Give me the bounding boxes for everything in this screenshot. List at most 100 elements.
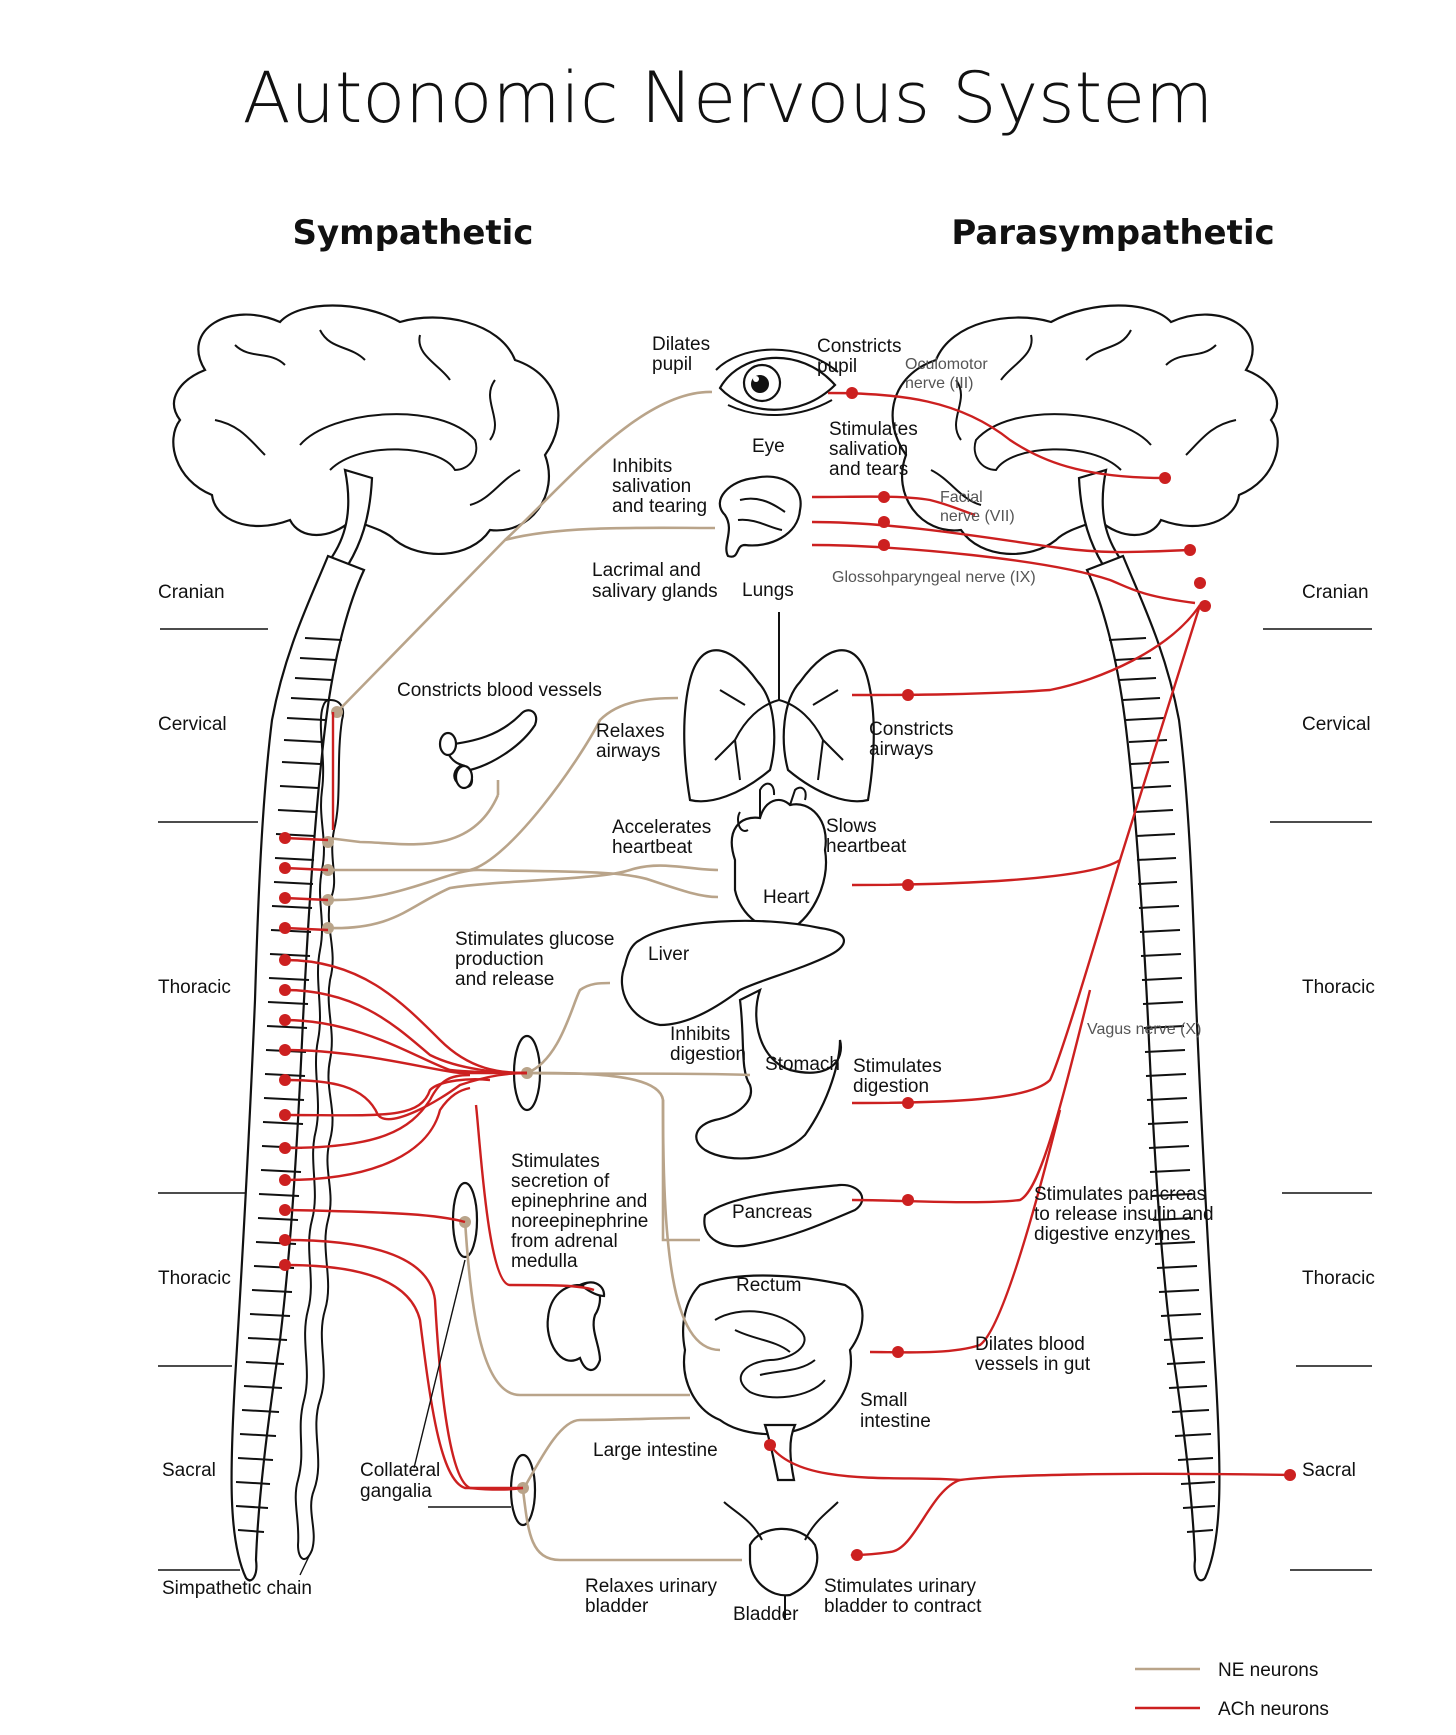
- sympathetic-chain: [294, 698, 345, 1560]
- stomach: [695, 987, 842, 1160]
- relaxes-bladder-2: bladder: [585, 1596, 649, 1617]
- collateral-ganglia-label-1: Collateral: [360, 1460, 440, 1481]
- sympathetic-chain-label: Simpathetic chain: [162, 1578, 312, 1599]
- collateral-ganglia-label-2: gangalia: [360, 1481, 432, 1502]
- region-labels-right: Cranian Cervical Thoracic Thoracic Sacra…: [1302, 582, 1375, 1481]
- nerve-labels: Oculomotor nerve (III) Facial nerve (VII…: [832, 356, 1201, 1038]
- small-intestine-label-1: Small: [860, 1390, 908, 1411]
- pancreas-label: Pancreas: [732, 1202, 812, 1223]
- constricts-airways-2: airways: [869, 739, 933, 760]
- eye: [715, 348, 839, 417]
- region-dividers: [158, 628, 1372, 1571]
- bladder-label: Bladder: [733, 1604, 799, 1625]
- ach-neuron-paths: [284, 391, 1291, 1557]
- stimulates-pancreas-1: Stimulates pancreas: [1034, 1184, 1206, 1205]
- region-label-cervical: Cervical: [158, 714, 227, 735]
- adrenal-5: from adrenal: [511, 1231, 618, 1252]
- adrenal-4: noreepinephrine: [511, 1211, 648, 1232]
- constricts-vessels: Constricts blood vessels: [397, 680, 602, 701]
- sympathetic-effect-labels: Dilates pupil Inhibits salivation and te…: [397, 334, 746, 1617]
- legend-ach-label: ACh neurons: [1218, 1699, 1329, 1720]
- left-spinal-cord: [230, 554, 366, 1582]
- intestines: [682, 1274, 864, 1482]
- oculomotor-nerve-1: Oculomotor: [905, 356, 988, 373]
- heart: [730, 782, 828, 932]
- glands-label-2: salivary glands: [592, 581, 718, 602]
- organ-labels: Eye Lacrimal and salivary glands Lungs H…: [592, 436, 931, 1625]
- constricts-pupil-2: pupil: [817, 356, 857, 377]
- pancreas: [703, 1183, 864, 1248]
- small-intestine-label-2: intestine: [860, 1411, 931, 1432]
- liver: [620, 919, 846, 1027]
- liver-label: Liver: [648, 944, 690, 965]
- stimulates-salivation-1: Stimulates: [829, 419, 918, 440]
- collateral-ganglia: [451, 1034, 542, 1527]
- region-label-cervical: Cervical: [1302, 714, 1371, 735]
- dilates-gut-vessels-2: vessels in gut: [975, 1354, 1091, 1375]
- facial-nerve-1: Facial: [940, 489, 983, 506]
- stimulates-digestion-1: Stimulates: [853, 1056, 942, 1077]
- parasympathetic-heading: Parasympathetic: [951, 213, 1274, 253]
- relaxes-bladder-1: Relaxes urinary: [585, 1576, 717, 1597]
- region-label-sacral: Sacral: [1302, 1460, 1356, 1481]
- legend-ne-label: NE neurons: [1218, 1660, 1318, 1681]
- inhibits-digestion-2: digestion: [670, 1044, 746, 1065]
- lungs-label: Lungs: [742, 580, 794, 601]
- bladder: [723, 1501, 839, 1620]
- structure-labels: Simpathetic chain Collateral gangalia: [162, 1259, 511, 1599]
- heart-label: Heart: [763, 887, 810, 908]
- blood-vessel: [438, 709, 538, 790]
- relaxes-airways-2: airways: [596, 741, 660, 762]
- slows-heartbeat-1: Slows: [826, 816, 877, 837]
- stimulates-pancreas-3: digestive enzymes: [1034, 1224, 1190, 1245]
- region-label-thoracic: Thoracic: [158, 977, 231, 998]
- stimulates-salivation-3: and tears: [829, 459, 908, 480]
- glands-label-1: Lacrimal and: [592, 560, 701, 581]
- right-brain-spinal-cord: [891, 304, 1279, 1582]
- lacrimal-salivary-glands: [718, 475, 802, 558]
- left-brain-spinal-cord: [172, 304, 560, 1582]
- region-label-cranian: Cranian: [1302, 582, 1369, 603]
- region-label-thoracic-lower: Thoracic: [1302, 1268, 1375, 1289]
- relaxes-airways-1: Relaxes: [596, 721, 665, 742]
- region-label-cranian: Cranian: [158, 582, 225, 603]
- vagus-nerve: Vagus nerve (X): [1087, 1021, 1201, 1038]
- adrenal-3: epinephrine and: [511, 1191, 647, 1212]
- glossopharyngeal-nerve: Glossohparyngeal nerve (IX): [832, 569, 1036, 586]
- inhibits-salivation-3: and tearing: [612, 496, 707, 517]
- adrenal-6: medulla: [511, 1251, 578, 1272]
- stimulates-salivation-2: salivation: [829, 439, 908, 460]
- right-brain: [891, 304, 1279, 556]
- right-spinal-cord: [1085, 554, 1221, 1582]
- dilates-pupil-2: pupil: [652, 354, 692, 375]
- left-brain: [172, 304, 560, 556]
- facial-nerve-2: nerve (VII): [940, 508, 1015, 525]
- stimulates-glucose-2: production: [455, 949, 544, 970]
- stimulates-digestion-2: digestion: [853, 1076, 929, 1097]
- ne-neuron-paths: [327, 390, 751, 1562]
- inhibits-digestion-1: Inhibits: [670, 1024, 730, 1045]
- constricts-airways-1: Constricts: [869, 719, 953, 740]
- dilates-gut-vessels-1: Dilates blood: [975, 1334, 1085, 1355]
- region-labels-left: Cranian Cervical Thoracic Thoracic Sacra…: [158, 582, 231, 1481]
- stimulates-glucose-3: and release: [455, 969, 554, 990]
- ach-terminals: [279, 387, 1296, 1561]
- rectum-label: Rectum: [736, 1275, 801, 1296]
- slows-heartbeat-2: heartbeat: [826, 836, 907, 857]
- adrenal-1: Stimulates: [511, 1151, 600, 1172]
- large-intestine-label: Large intestine: [593, 1440, 718, 1461]
- contracts-bladder-1: Stimulates urinary: [824, 1576, 977, 1597]
- vertebra-lines: [1108, 637, 1216, 1533]
- stomach-label: Stomach: [765, 1054, 840, 1075]
- inhibits-salivation-2: salivation: [612, 476, 691, 497]
- sympathetic-heading: Sympathetic: [293, 213, 534, 253]
- accelerates-heartbeat-2: heartbeat: [612, 837, 693, 858]
- contracts-bladder-2: bladder to contract: [824, 1596, 982, 1617]
- oculomotor-nerve-2: nerve (III): [905, 375, 973, 392]
- region-label-thoracic: Thoracic: [1302, 977, 1375, 998]
- stimulates-pancreas-2: to release insulin and: [1034, 1204, 1214, 1225]
- lungs: [683, 612, 875, 803]
- region-label-sacral: Sacral: [162, 1460, 216, 1481]
- parasympathetic-effect-labels: Constricts pupil Stimulates salivation a…: [817, 336, 1214, 1617]
